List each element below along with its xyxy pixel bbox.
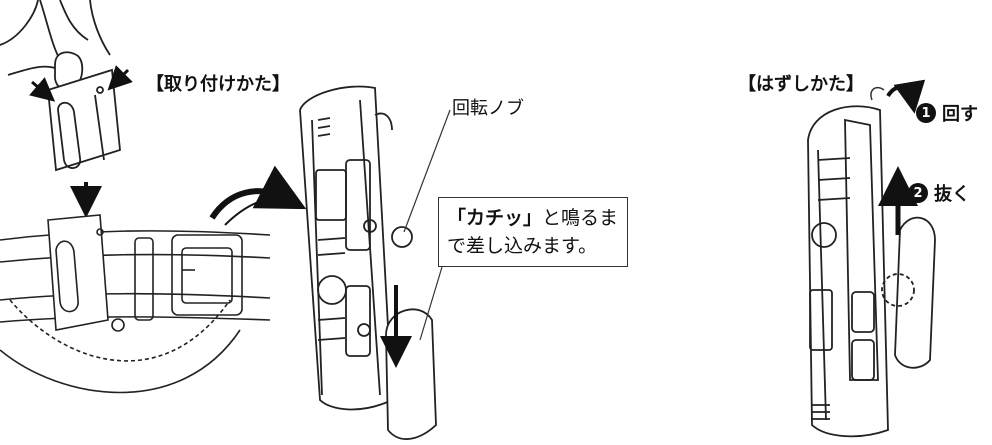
pinch-arrow-left xyxy=(29,77,56,102)
step-1-badge: 1 xyxy=(916,103,936,123)
step-pull: 2 抜く xyxy=(908,180,970,206)
curved-arrow xyxy=(209,165,307,220)
note-leader-line xyxy=(419,266,443,341)
phone-attach-illustration xyxy=(299,85,437,440)
note-line1-text: と鳴るま xyxy=(542,207,619,229)
note-line2-text: で差し込みます。 xyxy=(447,235,598,257)
step-1-label: 回す xyxy=(942,104,978,125)
attach-title: 【取り付けかた】 xyxy=(146,74,290,95)
knob-label: 回転ノブ xyxy=(452,98,524,119)
step-2-label: 抜く xyxy=(934,184,970,205)
click-sound-text: 「カチッ」 xyxy=(447,207,543,229)
phone-remove-illustration xyxy=(807,105,936,438)
step-2-badge: 2 xyxy=(908,183,928,203)
rotate-arrow-outline xyxy=(870,86,885,101)
insert-note-callout: 「カチッ」と鳴るま で差し込みます。 xyxy=(438,197,628,267)
hand-pinching-clip-illustration xyxy=(0,0,121,172)
belt-clip-illustration xyxy=(0,196,301,394)
pinch-arrow-right xyxy=(107,65,133,91)
rotate-arrow xyxy=(886,79,926,114)
remove-title: 【はずしかた】 xyxy=(738,74,864,95)
step-rotate: 1 回す xyxy=(916,100,978,126)
knob-leader-line xyxy=(403,109,451,233)
